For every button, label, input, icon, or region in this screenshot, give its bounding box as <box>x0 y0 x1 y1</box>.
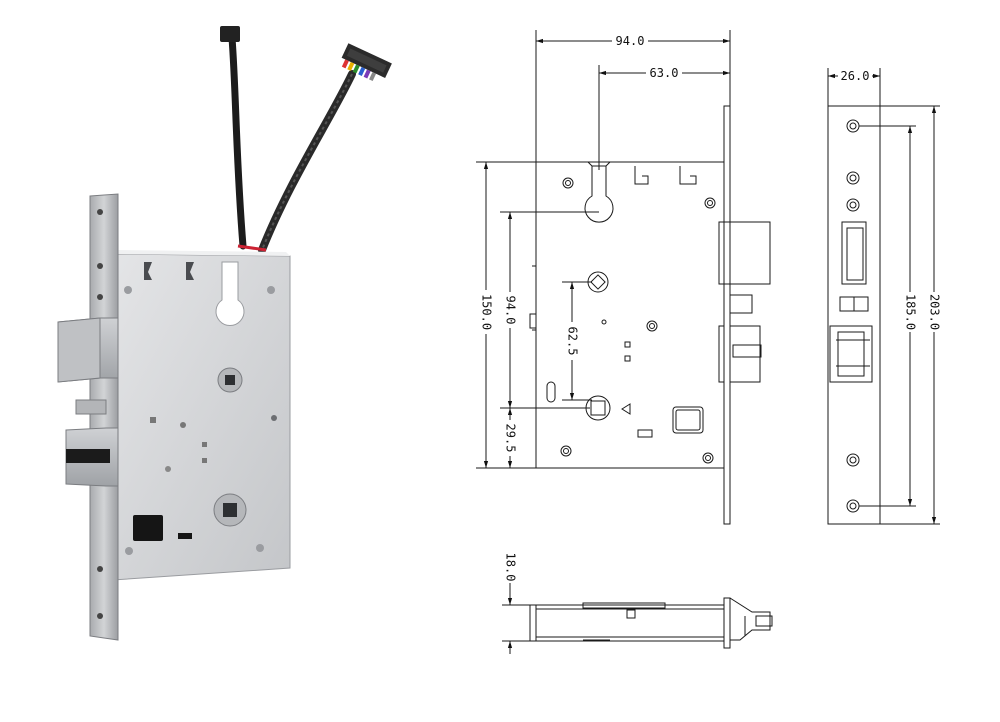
spindle-hub <box>217 367 243 393</box>
braided-cable <box>258 70 356 254</box>
keyhole-cutout <box>215 261 245 326</box>
front-view-cylinder <box>585 395 631 421</box>
sensor-window <box>133 515 163 541</box>
faceplate-dimension-lines <box>827 68 940 525</box>
dim-faceplate-hole-spacing: 185.0 <box>904 294 918 330</box>
dim-front-height: 150.0 <box>480 294 494 330</box>
top-slot-right <box>186 262 194 280</box>
render-aux-latch <box>75 399 107 415</box>
dim-faceplate-length: 203.0 <box>928 294 942 330</box>
front-view-dimension-labels: 94.0 63.0 150.0 94.0 62.5 29.5 <box>479 34 682 456</box>
faceplate-deadbolt-opening <box>841 221 867 285</box>
cable-plug-small <box>220 26 240 42</box>
faceplate-latch-opening <box>829 325 873 383</box>
dim-front-center-distance: 62.5 <box>566 327 580 356</box>
faceplate-outline <box>827 105 881 525</box>
front-view-aux-latch <box>729 294 753 314</box>
top-slot-left <box>144 262 152 280</box>
side-view-drawing <box>502 574 773 654</box>
front-view-drawing <box>476 30 771 525</box>
side-view-dimension-lines <box>502 574 536 654</box>
render-faceplate <box>89 193 119 641</box>
cylinder-hub <box>213 493 247 527</box>
multi-pin-connector <box>341 43 392 82</box>
faceplate-view-drawing <box>827 68 940 525</box>
side-view-dimension-labels: 18.0 <box>503 551 518 583</box>
front-view-dimension-lines <box>476 30 731 469</box>
dim-front-cylinder-offset: 29.5 <box>504 424 518 453</box>
render-deadbolt <box>57 317 119 383</box>
front-view-body <box>535 161 725 469</box>
black-cable <box>228 34 247 250</box>
dim-faceplate-width: 26.0 <box>841 69 870 83</box>
mortise-lock-render <box>57 26 392 641</box>
dim-side-thickness: 18.0 <box>504 553 518 582</box>
dim-front-backset: 63.0 <box>650 66 679 80</box>
rivet <box>124 286 132 294</box>
faceplate-dimension-labels: 26.0 185.0 203.0 <box>838 69 942 332</box>
dim-front-width: 94.0 <box>616 34 645 48</box>
dim-front-spindle-offset: 94.0 <box>504 296 518 325</box>
faceplate-screw-holes <box>846 119 860 513</box>
front-view-latch <box>729 325 761 383</box>
front-view-screw-holes <box>560 177 716 464</box>
front-view-faceplate <box>723 105 731 525</box>
front-view-deadbolt <box>723 221 771 285</box>
front-view-keyhole <box>584 165 614 223</box>
render-latch-bolt <box>65 427 119 487</box>
